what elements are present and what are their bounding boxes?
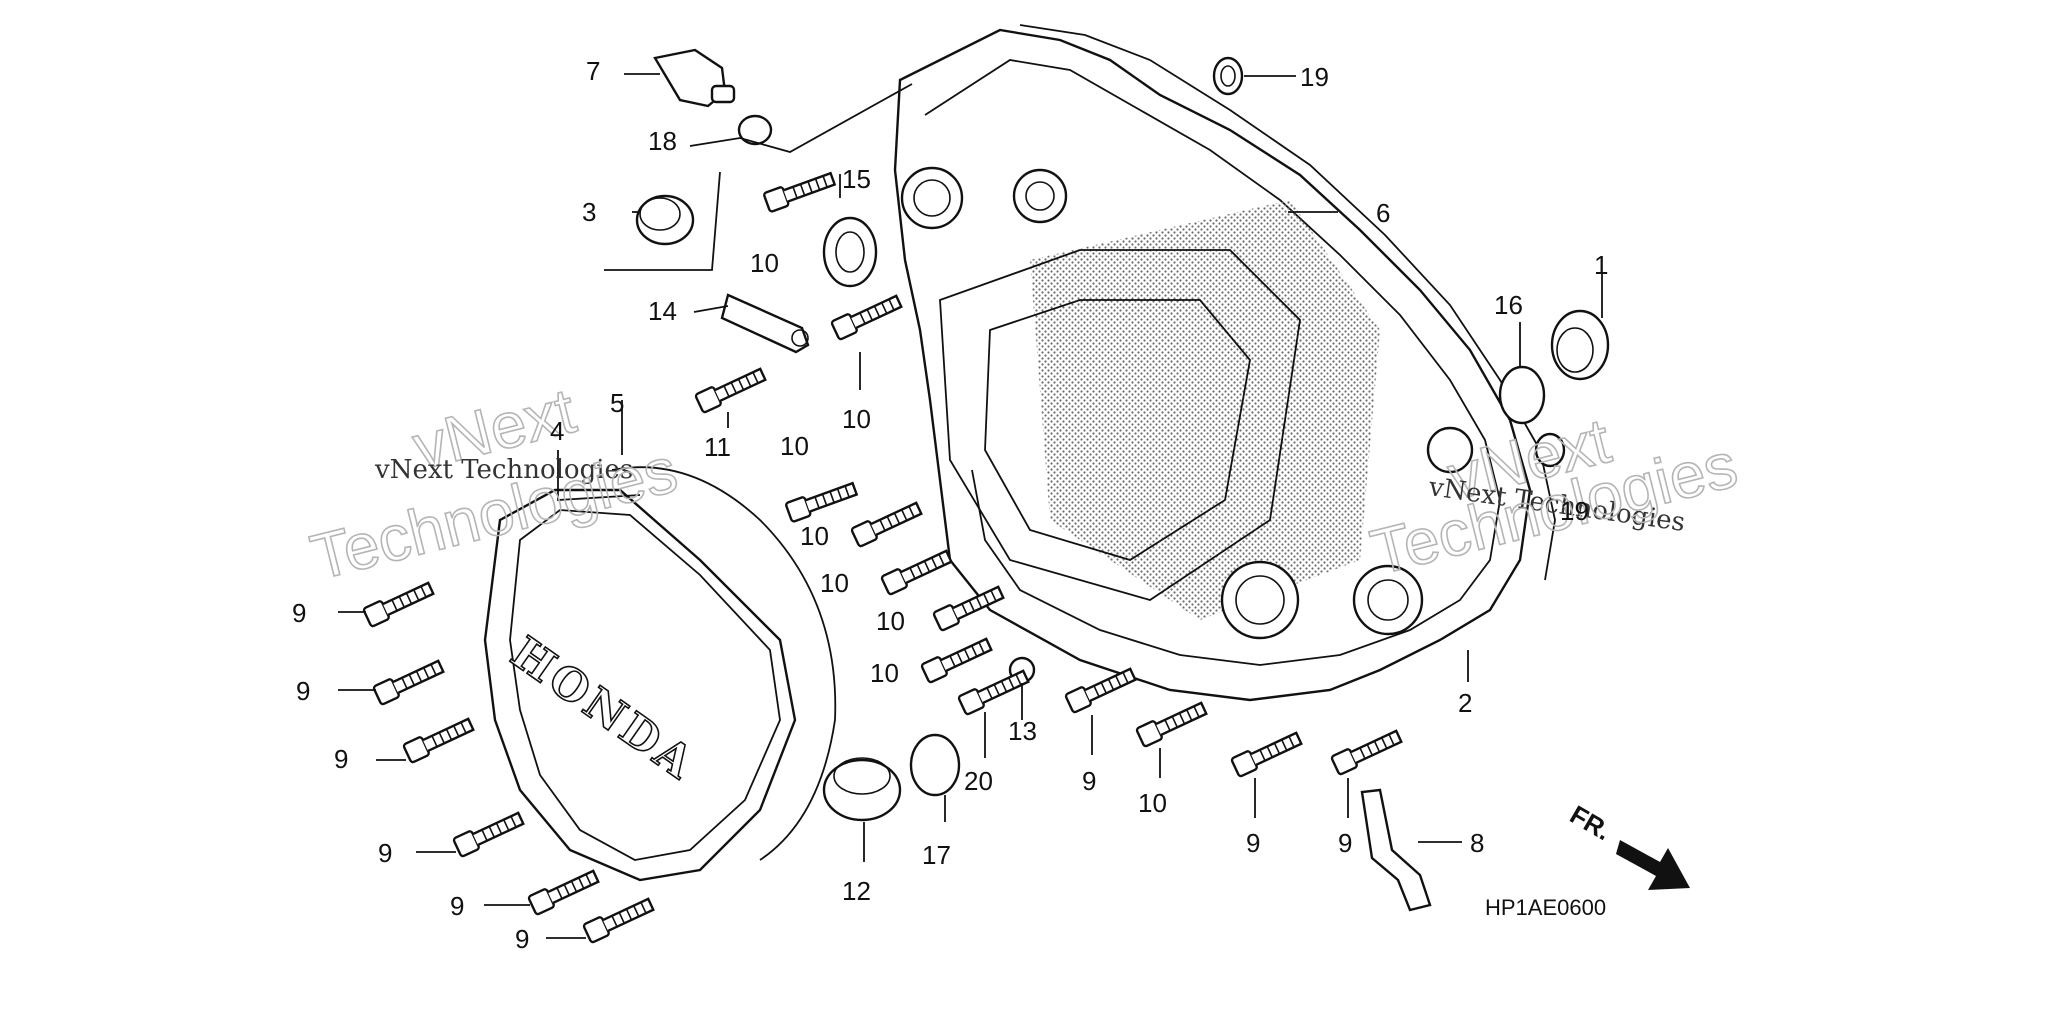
dowel-pin-right [1534, 432, 1566, 468]
callout-19a: 19 [1300, 62, 1329, 92]
callout-18: 18 [648, 126, 677, 156]
callout-10h: 10 [1138, 788, 1167, 818]
callout-14: 14 [648, 296, 677, 326]
leader-lines [338, 73, 1603, 939]
callout-3: 3 [582, 197, 596, 227]
callout-9d: 9 [378, 838, 392, 868]
callout-10d: 10 [800, 521, 829, 551]
plug-cap [635, 194, 695, 246]
callout-16: 16 [1494, 290, 1523, 320]
right-crankcase-cover [893, 28, 1532, 702]
callout-10e: 10 [820, 568, 849, 598]
callout-9i: 9 [1338, 828, 1352, 858]
dowel-pin-top [1212, 56, 1244, 96]
o-ring [737, 114, 773, 146]
callout-2: 2 [1458, 688, 1472, 718]
direction-label: FR. [1565, 799, 1616, 846]
callout-11: 11 [704, 432, 731, 462]
callout-9c: 9 [334, 744, 348, 774]
oil-seal-ring [1498, 365, 1546, 425]
callout-10b: 10 [842, 404, 871, 434]
callout-10g: 10 [870, 658, 899, 688]
diagram-code: HP1AE0600 [1485, 895, 1606, 920]
callout-5: 5 [610, 388, 624, 418]
callout-9a: 9 [292, 598, 306, 628]
callout-10c: 10 [780, 431, 809, 461]
callout-17: 17 [922, 840, 951, 870]
drain-plug [822, 757, 902, 822]
callout-12: 12 [842, 876, 871, 906]
hose-clamp-stay [720, 293, 810, 354]
callout-9f: 9 [515, 924, 529, 954]
callouts: 1 2 3 4 5 6 7 8 9 9 9 9 9 9 9 9 9 10 10 … [292, 56, 1608, 954]
callout-10a: 10 [750, 248, 779, 278]
callout-13: 13 [1008, 716, 1037, 746]
callout-20: 20 [964, 766, 993, 796]
gasket [1019, 24, 1556, 581]
collar [1550, 309, 1610, 381]
callout-6: 6 [1376, 198, 1390, 228]
front-direction-arrow: FR. [1565, 799, 1690, 890]
callout-9g: 9 [1082, 766, 1096, 796]
callout-15: 15 [842, 164, 871, 194]
callout-9h: 9 [1246, 828, 1260, 858]
callout-4: 4 [550, 416, 564, 446]
clutch-cover: HONDA [483, 466, 837, 882]
callout-9e: 9 [450, 891, 464, 921]
callout-19b: 19 [1560, 496, 1589, 526]
callout-8: 8 [1470, 828, 1484, 858]
gasket-surface-shading [1030, 200, 1380, 620]
oil-filler-cap [653, 48, 736, 108]
o-ring-drain [909, 733, 961, 797]
callout-7: 7 [586, 56, 600, 86]
breather-tube [1360, 788, 1432, 912]
watermark-small: vNext Technologies [374, 455, 633, 485]
callout-10f: 10 [876, 606, 905, 636]
oil-seal [822, 216, 878, 288]
callout-9b: 9 [296, 676, 310, 706]
callout-1: 1 [1594, 250, 1608, 280]
